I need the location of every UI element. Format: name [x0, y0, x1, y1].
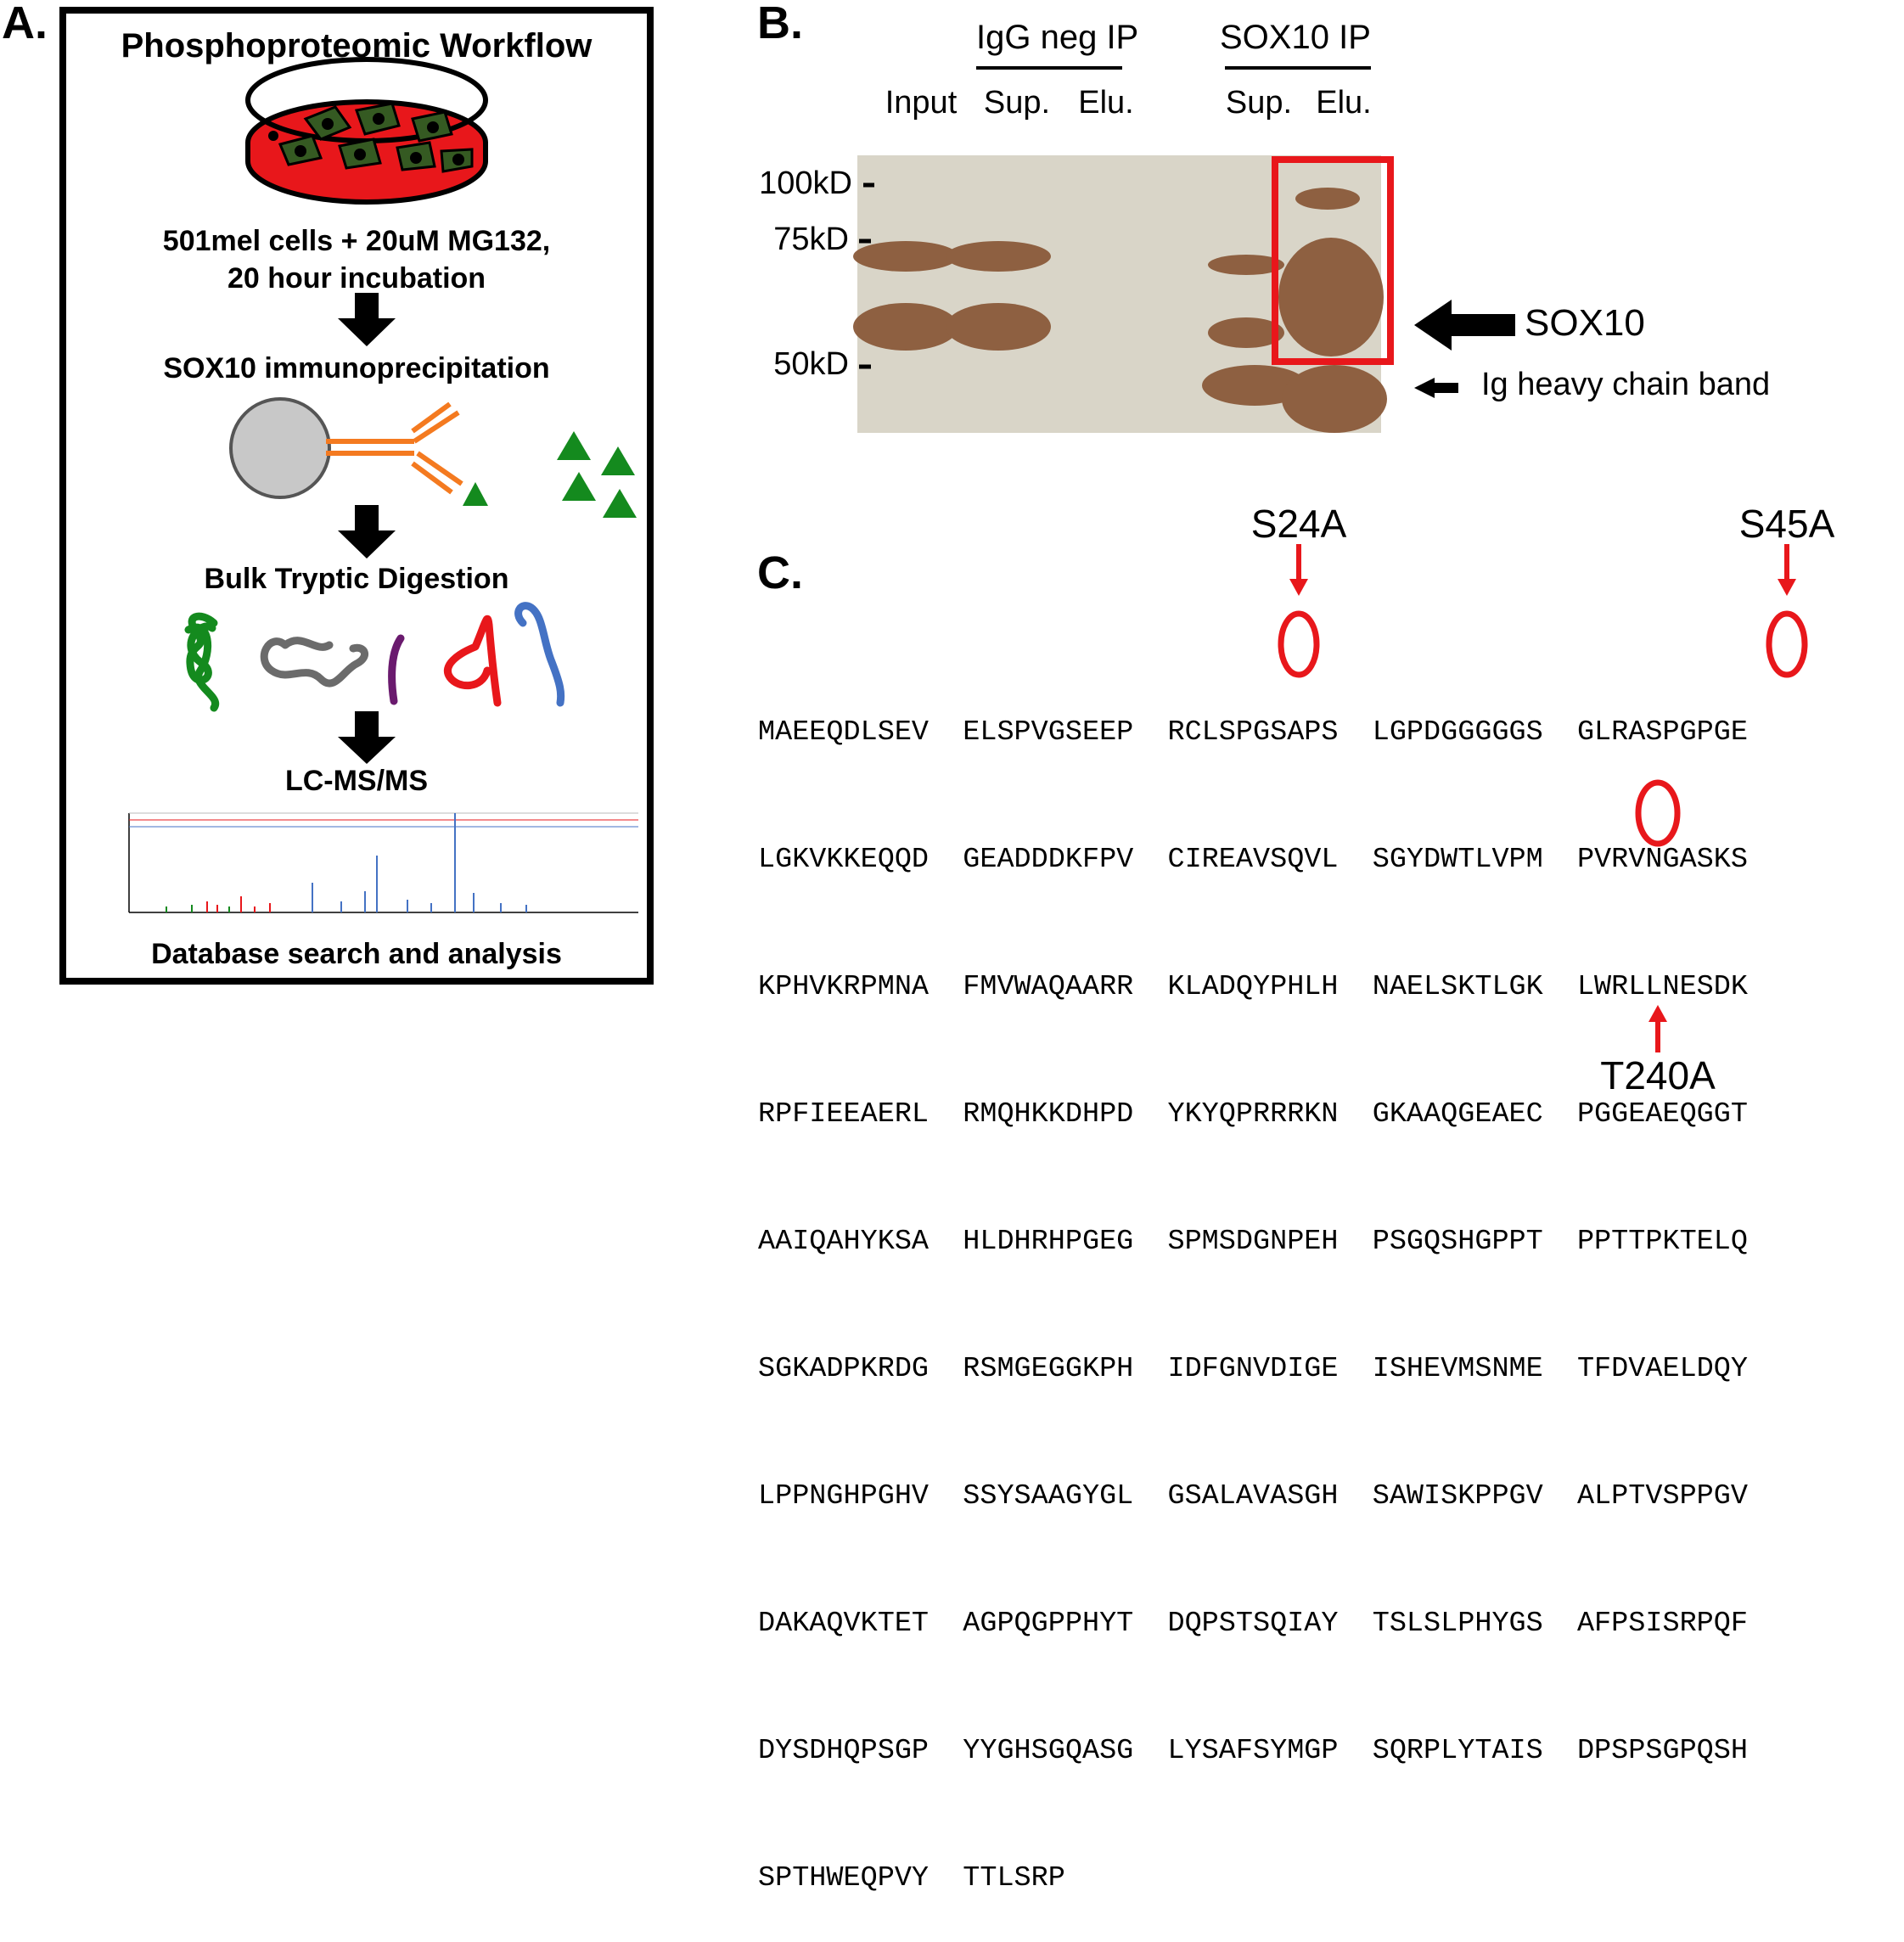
- sox10-band-label: SOX10: [1525, 302, 1645, 344]
- workflow-box: [59, 7, 654, 985]
- lane-label-sup-igg: Sup.: [983, 85, 1051, 121]
- sequence-line: KPHVKRPMNA FMVWAQAARR KLADQYPHLH NAELSKT…: [758, 971, 1748, 1003]
- mw-label-50: 50kD: [773, 346, 849, 382]
- sox10-protein-sequence: MAEEQDLSEV ELSPVGSEEP RCLSPGSAPS LGPDGGG…: [758, 626, 1748, 1942]
- lane-label-elu-sox10: Elu.: [1316, 85, 1372, 121]
- mutation-label-s24a: S24A: [1250, 502, 1347, 546]
- lane-label-input: Input: [885, 85, 958, 121]
- sequence-line: SGKADPKRDG RSMGEGGKPH IDFGNVDIGE ISHEVMS…: [758, 1353, 1748, 1385]
- sequence-line: LPPNGHPGHV SSYSAAGYGL GSALAVASGH SAWISKP…: [758, 1480, 1748, 1513]
- step-immunoprecipitation: SOX10 immunoprecipitation: [163, 352, 550, 384]
- workflow-arrows: [338, 293, 396, 764]
- western-blot-gel: [853, 155, 1394, 433]
- step-database-search: Database search and analysis: [151, 938, 562, 970]
- sequence-line: DAKAQVKTET AGPQGPPHYT DQPSTSQIAY TSLSLPH…: [758, 1608, 1748, 1640]
- sequence-line: DYSDHQPSGP YYGHSGQASG LYSAFSYMGP SQRPLYT…: [758, 1735, 1748, 1767]
- petri-dish-icon: [245, 57, 488, 205]
- group-label-igg: IgG neg IP: [976, 19, 1139, 56]
- mutation-label-s45a: S45A: [1738, 502, 1835, 546]
- figure-graphics: [127, 57, 1808, 1052]
- sequence-line: SPTHWEQPVY TTLSRP: [758, 1862, 1065, 1894]
- sox10-arrow-icon: [1414, 300, 1515, 351]
- mw-label-75: 75kD: [773, 222, 849, 257]
- step-cells-line1: 501mel cells + 20uM MG132,: [162, 225, 551, 257]
- panel-b-letter: B.: [757, 0, 803, 48]
- bead-antibody-icon: [229, 397, 488, 506]
- mutation-label-t240a: T240A: [1600, 1053, 1716, 1097]
- sequence-line: MAEEQDLSEV ELSPVGSEEP RCLSPGSAPS LGPDGGG…: [758, 716, 1748, 749]
- panel-c-letter: C.: [757, 547, 803, 598]
- sequence-line: LGKVKKEQQD GEADDDKFPV CIREAVSQVL SGYDWTL…: [758, 844, 1748, 876]
- step-cells-line2: 20 hour incubation: [227, 262, 486, 295]
- heavy-chain-band-label: Ig heavy chain band: [1481, 367, 1771, 402]
- mutation-markers: [1278, 544, 1808, 1052]
- step-lcmsms: LC-MS/MS: [284, 765, 429, 797]
- sequence-line: AAIQAHYKSA HLDHRHPGEG SPMSDGNPEH PSGQSHG…: [758, 1226, 1748, 1258]
- peptides-icon: [184, 602, 565, 712]
- lane-label-elu-igg: Elu.: [1078, 85, 1134, 121]
- mw-label-100: 100kD: [759, 166, 852, 201]
- mw-ticks: [859, 182, 874, 369]
- sequence-line: RPFIEEAERL RMQHKKDHPD YKYQPRRRKN GKAAQGE…: [758, 1098, 1748, 1131]
- heavy-chain-arrow-icon: [1414, 378, 1458, 398]
- group-label-sox10: SOX10 IP: [1220, 19, 1371, 56]
- antigen-triangles-icon: [557, 431, 637, 518]
- mass-spectrum-icon: [127, 812, 641, 959]
- step-tryptic-digestion: Bulk Tryptic Digestion: [204, 563, 509, 595]
- panel-a-letter: A.: [2, 0, 48, 48]
- lane-label-sup-sox10: Sup.: [1225, 85, 1293, 121]
